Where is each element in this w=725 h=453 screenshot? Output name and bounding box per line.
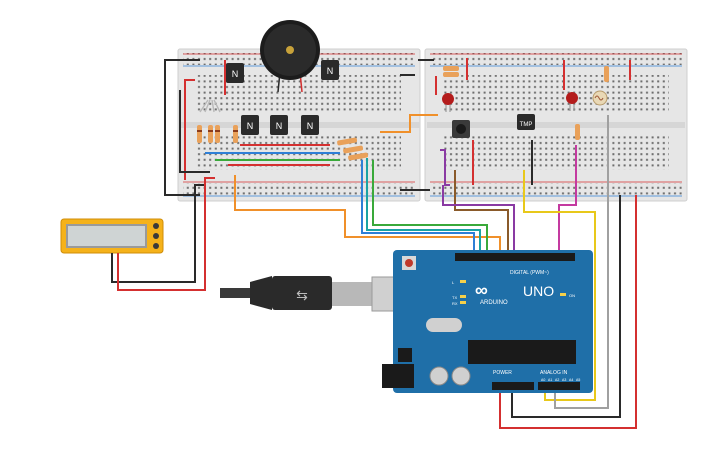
temperature-sensor[interactable]: TMP xyxy=(517,114,535,130)
resistor-right-top[interactable] xyxy=(443,66,459,77)
wire-yellow[interactable] xyxy=(523,170,596,401)
wire-red-to-5v[interactable] xyxy=(499,195,637,429)
wire-blue-to-board[interactable] xyxy=(361,160,475,255)
resistor-group-left[interactable] xyxy=(197,125,238,143)
wire-gray[interactable] xyxy=(554,115,609,409)
wire-teal[interactable] xyxy=(366,158,481,255)
rx-label: RX xyxy=(452,301,458,306)
wire-black-left[interactable] xyxy=(164,59,430,196)
tx-label: TX xyxy=(452,295,457,300)
transistor-1[interactable]: N xyxy=(226,63,244,83)
transistor-label: N xyxy=(247,121,254,131)
transistor-5[interactable]: N xyxy=(301,115,319,135)
transistor-3[interactable]: N xyxy=(241,115,259,135)
led-red-1[interactable] xyxy=(442,93,454,112)
photoresistor[interactable] xyxy=(592,90,608,106)
resistor-group-middle[interactable] xyxy=(337,137,369,161)
transistor-4[interactable]: N xyxy=(270,115,288,135)
wire-green-to-board[interactable] xyxy=(372,160,488,255)
wire-magenta[interactable] xyxy=(558,145,577,255)
wire-red-left[interactable] xyxy=(184,60,330,180)
sensor-label: TMP xyxy=(520,122,533,128)
transistor-label: N xyxy=(276,121,283,131)
arduino-model-text: UNO xyxy=(523,283,554,299)
piezo-buzzer[interactable] xyxy=(260,20,320,93)
wire-purple[interactable] xyxy=(440,149,450,186)
transistor-label: N xyxy=(327,66,334,76)
arduino-uno[interactable]: ∞ ARDUINO UNO DIGITAL (PWM~) POWER ANALO… xyxy=(382,250,593,393)
push-button[interactable] xyxy=(452,120,470,138)
usb-cable[interactable]: ⇆ xyxy=(220,276,401,312)
probe-wires[interactable] xyxy=(111,177,215,291)
analog-pin-label: A3 xyxy=(562,378,566,382)
power-label: POWER xyxy=(493,370,512,376)
analog-pin-label: A1 xyxy=(548,378,552,382)
wire-brown[interactable] xyxy=(454,170,509,255)
analog-label: ANALOG IN xyxy=(540,370,568,376)
wire-black-to-gnd[interactable] xyxy=(511,195,621,418)
transistor-label: N xyxy=(232,69,239,79)
digital-label: DIGITAL (PWM~) xyxy=(510,270,549,276)
usb-icon: ⇆ xyxy=(296,287,308,303)
transistor-label: N xyxy=(307,121,314,131)
wire-purple-to-board[interactable] xyxy=(442,185,515,255)
arduino-infinity-icon: ∞ xyxy=(475,280,488,300)
rgb-led[interactable] xyxy=(199,99,221,113)
transistor-2[interactable]: N xyxy=(321,60,339,80)
analog-pin-label: A5 xyxy=(576,378,580,382)
wire-black-right[interactable] xyxy=(418,59,533,185)
wire-red-right[interactable] xyxy=(435,58,631,185)
arduino-logo-text: ARDUINO xyxy=(480,300,508,306)
analog-pin-label: A4 xyxy=(569,378,573,382)
analog-pin-label: A2 xyxy=(555,378,559,382)
l-label: L xyxy=(452,280,455,285)
resistor-right-vertical[interactable] xyxy=(575,66,609,140)
on-label: ON xyxy=(569,293,575,298)
led-red-2[interactable] xyxy=(566,92,578,111)
wire-orange-left[interactable] xyxy=(234,114,501,255)
multimeter[interactable] xyxy=(60,218,164,262)
analog-pin-label: A0 xyxy=(541,378,545,382)
breadboard-right[interactable] xyxy=(424,48,688,202)
